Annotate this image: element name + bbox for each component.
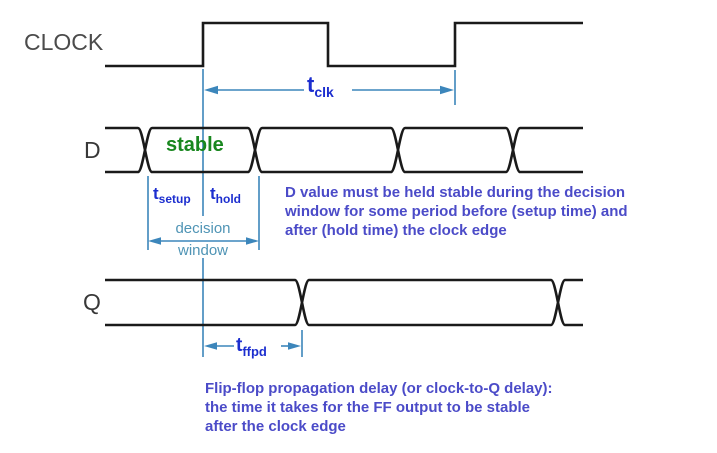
tclk-subscript: clk — [314, 84, 334, 100]
measure-lines — [147, 69, 456, 357]
q-signal-label: Q — [83, 289, 101, 315]
setup-hold-annotation: D value must be held stable during the d… — [285, 183, 628, 240]
tffpd-base: t — [236, 335, 243, 356]
thold-label: thold — [210, 184, 241, 205]
tsetup-label: tsetup — [153, 184, 191, 205]
decision-window-label-line2: window — [177, 242, 229, 259]
tffpd-left-arrowhead — [204, 342, 217, 350]
tclk-label: tclk — [307, 72, 334, 100]
thold-base: t — [210, 184, 216, 203]
setup-hold-annotation-line1: D value must be held stable during the d… — [285, 184, 626, 201]
thold-subscript: hold — [215, 192, 241, 206]
decision-window-label-line1: decision — [175, 220, 231, 237]
measure-arrowheads — [148, 85, 454, 350]
decision-window-right-arrowhead — [246, 237, 259, 245]
tclk-base: t — [307, 72, 315, 97]
propagation-annotation-line2: the time it takes for the FF output to b… — [205, 399, 531, 416]
d-signal-label: D — [84, 137, 101, 163]
tsetup-base: t — [153, 184, 159, 203]
tclk-left-arrowhead — [204, 85, 218, 95]
decision-window-left-arrowhead — [148, 237, 161, 245]
tffpd-label: tffpd — [236, 335, 267, 358]
q-crossovers — [293, 278, 567, 327]
setup-hold-annotation-line2: window for some period before (setup tim… — [285, 203, 628, 220]
stable-value-label: stable — [166, 134, 224, 156]
d-crossovers — [136, 126, 522, 174]
propagation-annotation-line3: after the clock edge — [205, 418, 346, 435]
tclk-right-arrowhead — [440, 85, 454, 95]
q-waveform — [105, 278, 583, 327]
propagation-annotation: Flip-flop propagation delay (or clock-to… — [205, 379, 553, 436]
d-waveform — [105, 126, 583, 174]
tsetup-subscript: setup — [158, 192, 191, 206]
tffpd-right-arrowhead — [288, 342, 301, 350]
clock-waveform — [105, 21, 583, 68]
propagation-annotation-line1: Flip-flop propagation delay (or clock-to… — [205, 380, 553, 397]
tffpd-subscript: ffpd — [242, 344, 267, 359]
clock-signal-label: CLOCK — [24, 29, 104, 55]
setup-hold-annotation-line3: after (hold time) the clock edge — [285, 222, 507, 239]
